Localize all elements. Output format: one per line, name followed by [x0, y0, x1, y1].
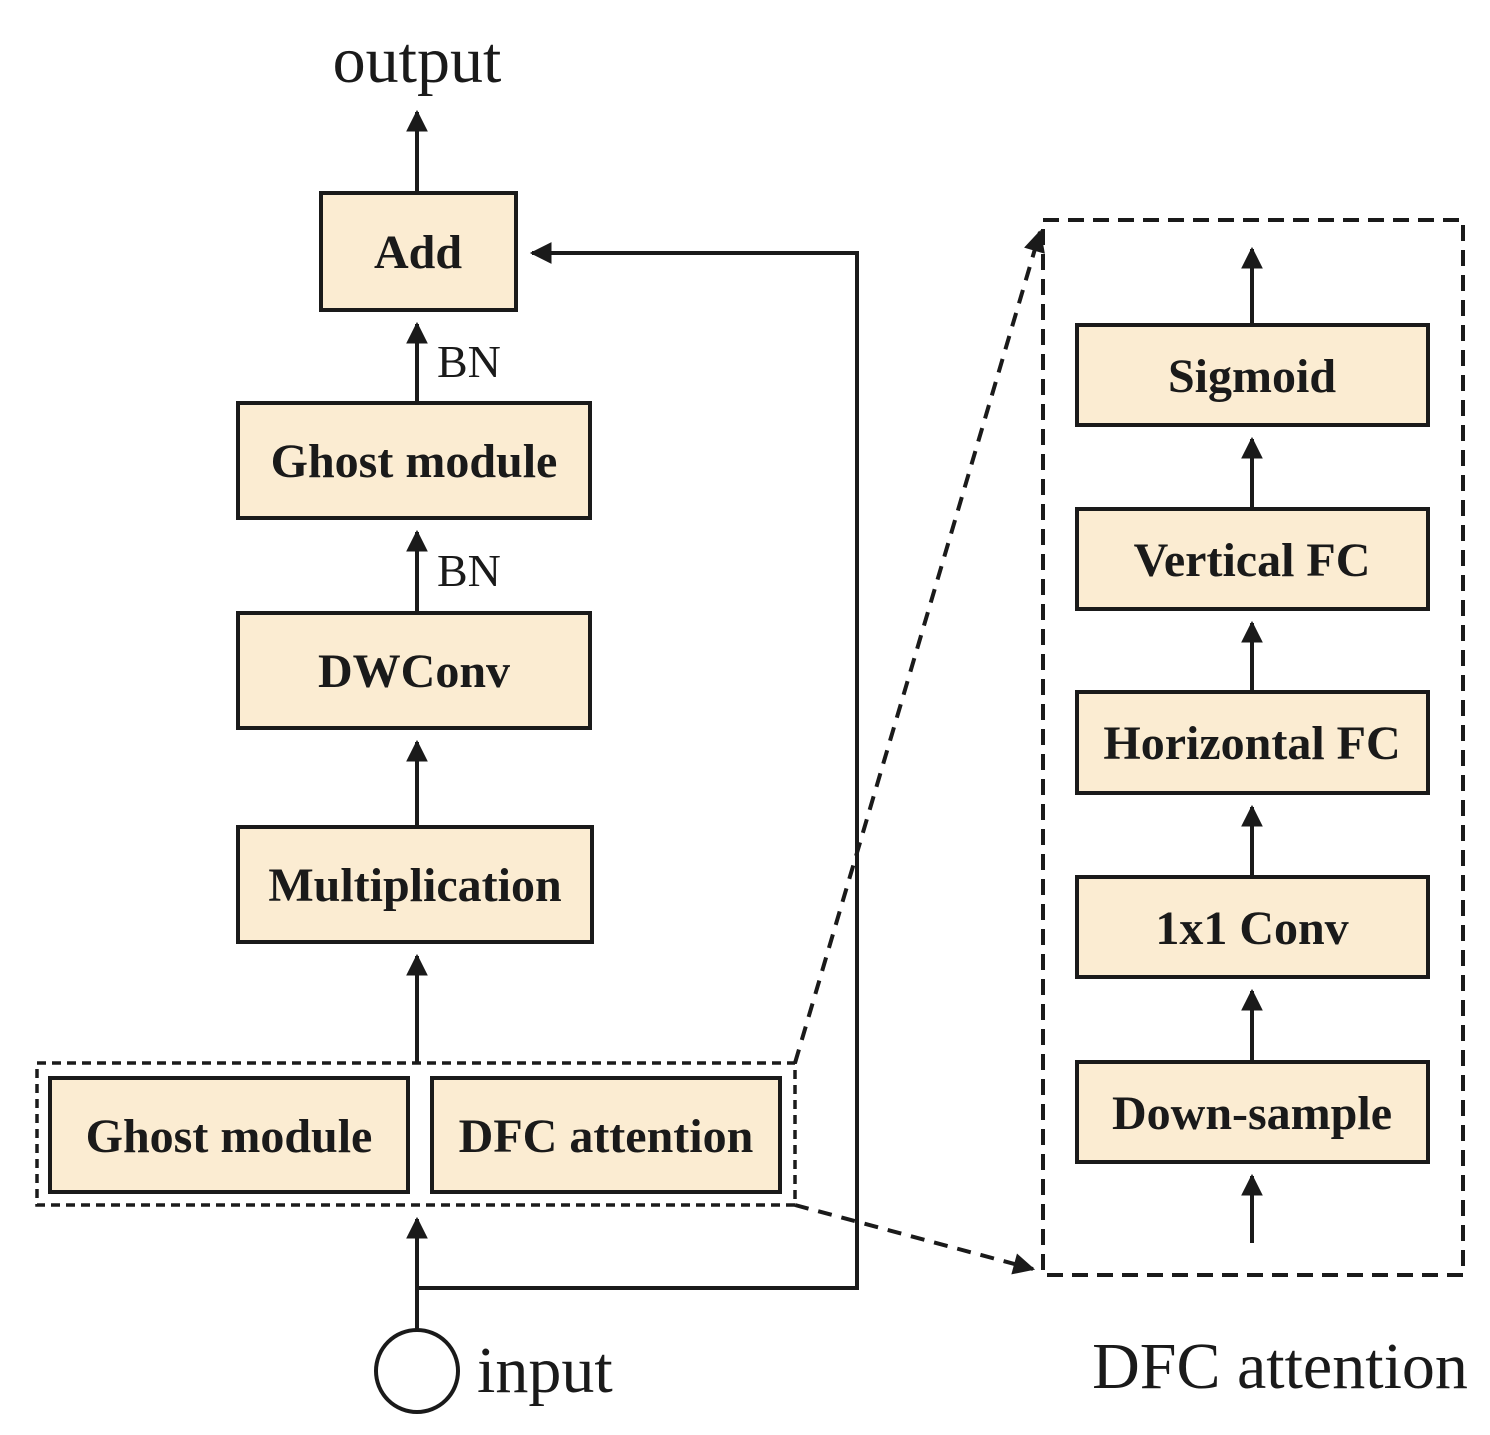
node-sigmoid-box	[1075, 323, 1430, 427]
bn-label-top: BN	[437, 336, 501, 387]
node-vertical-fc-label: Vertical FC	[1134, 534, 1371, 587]
node-horizontal-fc-box	[1075, 690, 1430, 795]
node-ghost-module-label: Ghost module	[271, 435, 558, 488]
node-1x1-conv-box	[1075, 875, 1430, 979]
input-label: input	[477, 1334, 613, 1407]
node-add-box	[319, 191, 518, 312]
node-dwconv-label: DWConv	[318, 645, 510, 698]
node-dfc-attention-box	[430, 1076, 782, 1194]
node-ghost-module-2-box	[48, 1076, 410, 1194]
node-1x1-conv-label: 1x1 Conv	[1155, 902, 1348, 955]
ghost-dfc-group-dashed-box	[35, 1061, 797, 1207]
node-dfc-attention-label: DFC attention	[459, 1110, 754, 1163]
dfc-panel-caption: DFC attention	[1092, 1330, 1468, 1403]
node-ghost-module-box	[236, 401, 592, 520]
node-down-sample-box	[1075, 1060, 1430, 1164]
node-vertical-fc-box	[1075, 507, 1430, 611]
node-down-sample-label: Down-sample	[1112, 1087, 1392, 1140]
bn-label-mid: BN	[437, 545, 501, 596]
skip-connection-line	[417, 242, 859, 1290]
node-add-label: Add	[374, 226, 462, 279]
node-multiplication-box	[236, 825, 594, 944]
node-multiplication-label: Multiplication	[268, 859, 561, 912]
node-sigmoid-label: Sigmoid	[1168, 350, 1336, 403]
input-node-circle	[374, 1328, 460, 1414]
dfc-panel-dashed-box	[1041, 218, 1465, 1277]
output-label: output	[333, 24, 502, 97]
node-horizontal-fc-label: Horizontal FC	[1103, 717, 1400, 770]
zoom-guide-line-bottom	[794, 1203, 1036, 1275]
node-dwconv-box	[236, 611, 592, 730]
node-ghost-module-2-label: Ghost module	[86, 1110, 373, 1163]
zoom-guide-line-top	[793, 229, 1045, 1064]
